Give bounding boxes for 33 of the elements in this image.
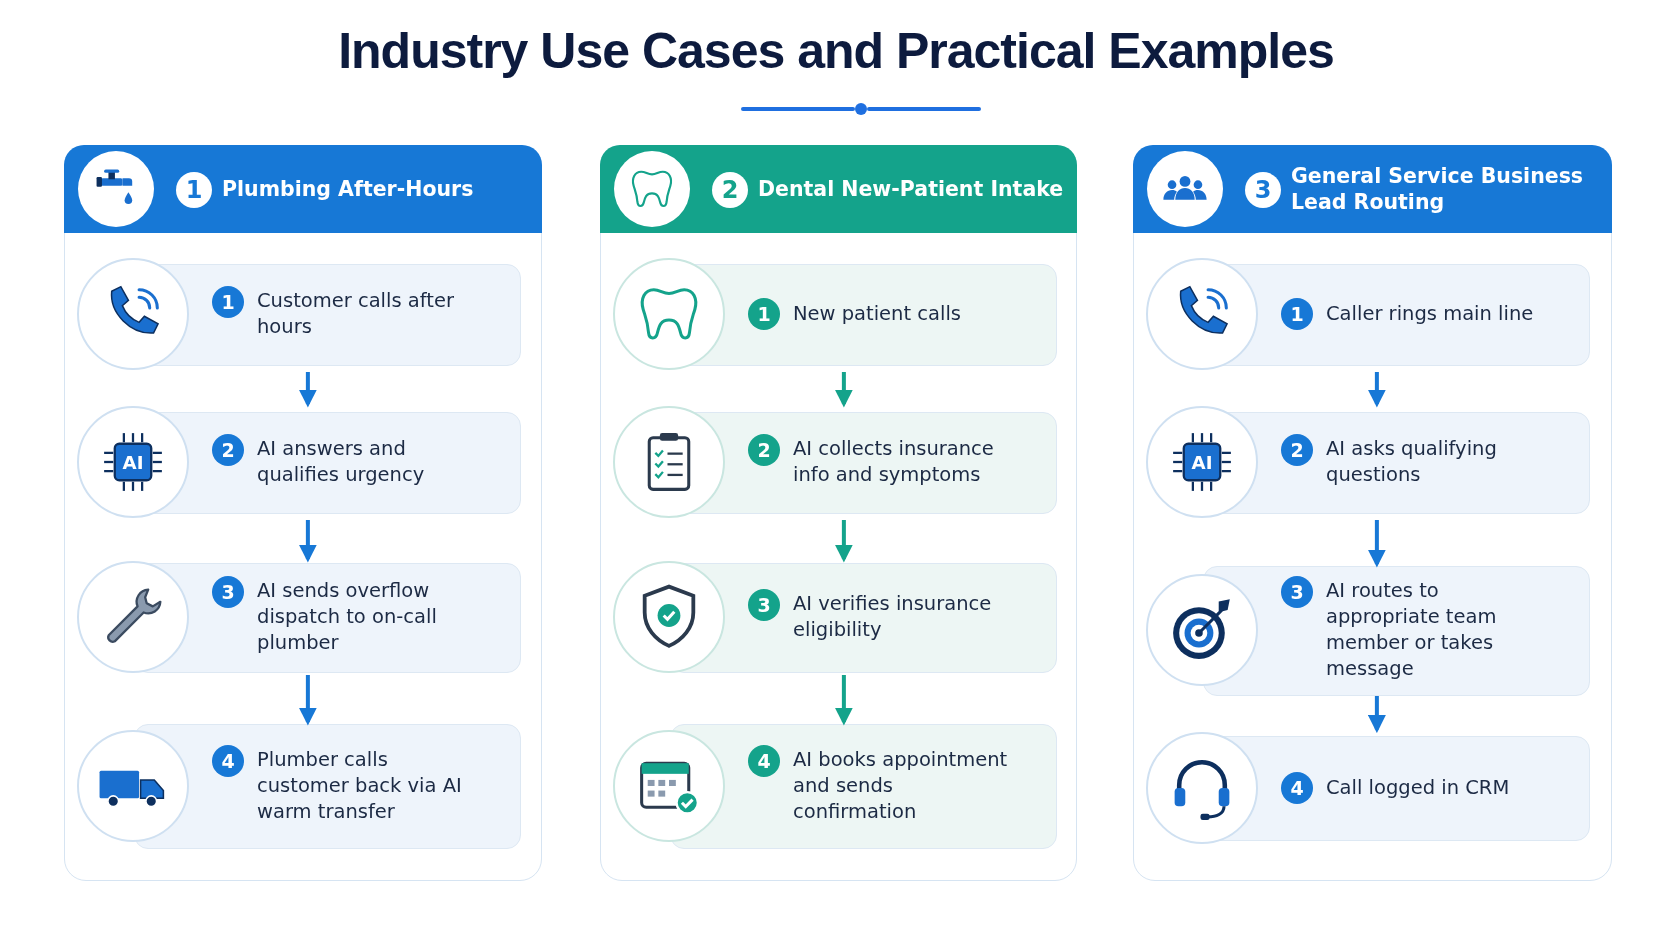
arrow [298, 520, 317, 563]
step-text: New patient calls [793, 301, 962, 327]
panel-card [64, 145, 542, 881]
panel-title: General Service Business Lead Routing [1291, 163, 1585, 215]
arrow [1367, 696, 1386, 734]
panel-card [1133, 145, 1612, 881]
arrow [298, 372, 317, 408]
arrow [298, 675, 317, 726]
step-text: Caller rings main line [1326, 301, 1535, 327]
panel-card [600, 145, 1077, 881]
arrow [834, 520, 853, 563]
number-badge: 3 [1245, 172, 1281, 208]
diagram-title: Industry Use Cases and Practical Examples [338, 22, 1334, 80]
arrow [834, 372, 853, 408]
step-text: AI answers and qualifies urgency [257, 436, 426, 488]
step-text: Call logged in CRM [1326, 774, 1511, 801]
chip-label: AI [122, 451, 144, 473]
number-badge: 1 [176, 172, 212, 208]
step-text: Customer calls after hours [257, 288, 455, 340]
step-text: AI routes to appropriate team member or takes message [1326, 578, 1498, 682]
panel-title: Plumbing After-Hours [222, 176, 474, 202]
panel-title: Dental New-Patient Intake [758, 176, 1064, 202]
step-text: AI verifies insurance eligibility [793, 591, 993, 643]
arrow [834, 675, 853, 726]
arrow [1367, 520, 1386, 568]
step-text: AI collects insurance info and symptoms [793, 436, 995, 488]
step-text: AI asks qualifying questions [1326, 436, 1498, 488]
number-badge: 2 [712, 172, 748, 208]
step-text: AI books appointment and sends confirmation [793, 746, 1009, 825]
chip-label: AI [1191, 451, 1213, 473]
arrow [1367, 372, 1386, 408]
step-text: Plumber calls customer back via AI warm transfer [257, 746, 463, 825]
step-text: AI sends overflow dispatch to on-call plumber [257, 578, 438, 656]
